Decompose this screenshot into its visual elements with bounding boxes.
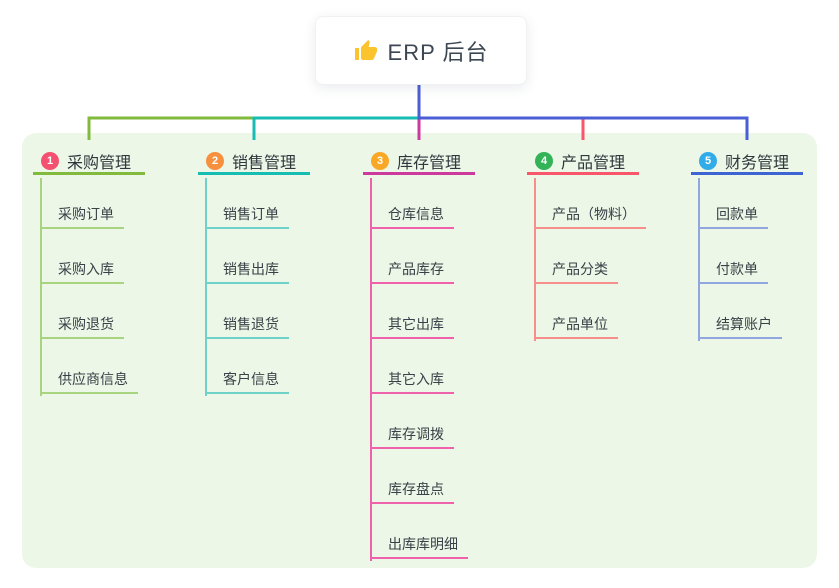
leaf-node[interactable]: 采购订单 <box>40 204 124 229</box>
branch-4-label: 产品管理 <box>561 155 626 172</box>
branch-3-label: 库存管理 <box>397 155 462 172</box>
leaf-node[interactable]: 库存盘点 <box>370 479 454 504</box>
connector-branch4 <box>417 83 585 140</box>
leaf-node[interactable]: 采购入库 <box>40 259 124 284</box>
mindmap-panel <box>22 133 817 568</box>
branch-node-5[interactable]: 5 财务管理 <box>691 150 803 175</box>
leaf-node[interactable]: 回款单 <box>698 204 768 229</box>
connector-branch5 <box>417 83 749 140</box>
leaf-node[interactable]: 销售订单 <box>205 204 289 229</box>
branch-5-spine <box>698 178 700 341</box>
branch-node-1[interactable]: 1 采购管理 <box>33 150 145 175</box>
branch-2-label: 销售管理 <box>232 155 297 172</box>
leaf-node[interactable]: 出库库明细 <box>370 534 468 559</box>
leaf-node[interactable]: 供应商信息 <box>40 369 138 394</box>
branch-1-label: 采购管理 <box>67 155 132 172</box>
branch-node-2[interactable]: 2 销售管理 <box>198 150 310 175</box>
thumbs-up-icon <box>354 39 377 60</box>
branch-1-badge: 1 <box>41 152 59 170</box>
leaf-node[interactable]: 产品库存 <box>370 259 454 284</box>
branch-1-spine <box>40 178 42 396</box>
leaf-node[interactable]: 客户信息 <box>205 369 289 394</box>
branch-3-badge: 3 <box>371 152 389 170</box>
branch-4-spine <box>534 178 536 341</box>
root-node-label: ERP 后台 <box>387 39 489 65</box>
leaf-node[interactable]: 产品单位 <box>534 314 618 339</box>
leaf-node[interactable]: 销售出库 <box>205 259 289 284</box>
leaf-node[interactable]: 其它出库 <box>370 314 454 339</box>
root-node[interactable]: ERP 后台 <box>315 16 527 85</box>
connector-branch2 <box>252 83 421 140</box>
leaf-node[interactable]: 结算账户 <box>698 314 782 339</box>
branch-5-label: 财务管理 <box>725 155 790 172</box>
branch-2-spine <box>205 178 207 396</box>
branch-5-badge: 5 <box>699 152 717 170</box>
connector-branch1 <box>87 83 421 140</box>
leaf-node[interactable]: 库存调拨 <box>370 424 454 449</box>
branch-2-badge: 2 <box>206 152 224 170</box>
leaf-node[interactable]: 销售退货 <box>205 314 289 339</box>
leaf-node[interactable]: 其它入库 <box>370 369 454 394</box>
leaf-node[interactable]: 采购退货 <box>40 314 124 339</box>
leaf-node[interactable]: 付款单 <box>698 259 768 284</box>
branch-node-4[interactable]: 4 产品管理 <box>527 150 639 175</box>
branch-3-spine <box>370 178 372 561</box>
leaf-node[interactable]: 产品分类 <box>534 259 618 284</box>
branch-4-badge: 4 <box>535 152 553 170</box>
leaf-node[interactable]: 仓库信息 <box>370 204 454 229</box>
leaf-node[interactable]: 产品（物料） <box>534 204 646 229</box>
branch-node-3[interactable]: 3 库存管理 <box>363 150 475 175</box>
